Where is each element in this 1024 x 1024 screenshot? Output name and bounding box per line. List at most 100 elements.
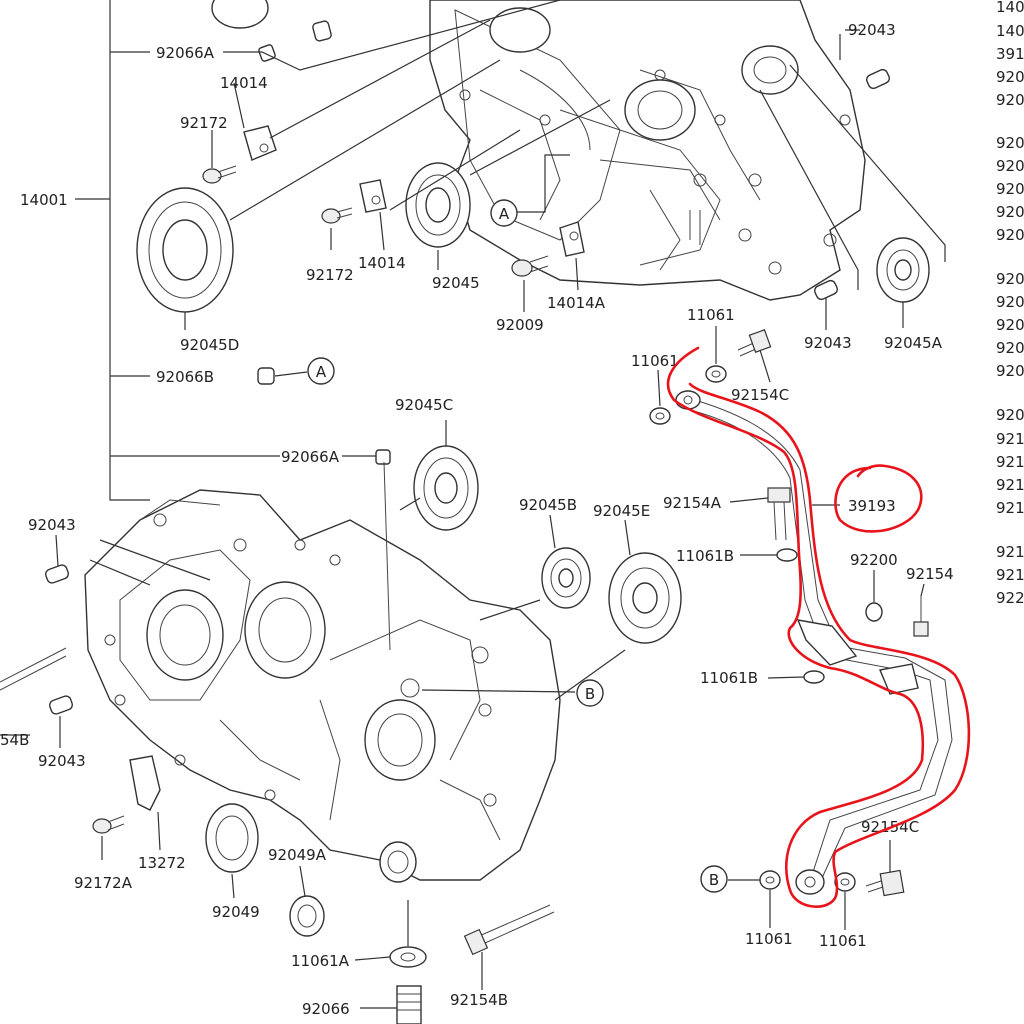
parts-list-entry: 921	[996, 430, 1024, 448]
label-92066B: 92066B	[156, 368, 214, 386]
red-circle-around-39193	[834, 464, 923, 533]
label-92154: 92154	[906, 565, 954, 583]
oil-seal-92049A	[289, 895, 325, 937]
parts-list-entry: 921	[996, 499, 1024, 517]
ref-circle-A-1: A	[490, 199, 518, 227]
screw-92172-a	[202, 165, 237, 184]
label-92045E: 92045E	[593, 502, 650, 520]
label-11061-b2: 11061	[819, 932, 867, 950]
label-92043-tr: 92043	[848, 21, 896, 39]
parts-list-entry: 920	[996, 406, 1024, 424]
label-14014-a: 14014	[220, 74, 268, 92]
label-92045B: 92045B	[519, 496, 577, 514]
label-11061B-b: 11061B	[700, 669, 758, 687]
bolt-92154B	[463, 904, 555, 956]
screw-92172-b	[321, 207, 353, 224]
dowel-92066B	[257, 367, 275, 385]
dowel-pin-top	[312, 20, 332, 42]
vertical-guide-92066A	[383, 461, 391, 651]
washer-11061A	[389, 946, 427, 968]
bearing-92045D	[136, 187, 234, 313]
oil-pipe-39193	[675, 390, 953, 895]
label-92154C-top: 92154C	[731, 386, 789, 404]
dowel-92043-l	[44, 564, 70, 584]
plate-14014-a	[243, 125, 277, 161]
parts-list-entry: 920	[996, 339, 1024, 357]
washer-11061-b2	[834, 872, 856, 892]
label-11061A: 11061A	[291, 952, 350, 970]
bearing-92045	[405, 162, 471, 248]
label-14014-b: 14014	[358, 254, 406, 272]
parts-list-entry: 140	[996, 22, 1024, 40]
screw-92009	[511, 255, 549, 277]
washer-11061-b1	[759, 870, 781, 890]
label-92009: 92009	[496, 316, 544, 334]
label-92049A: 92049A	[268, 846, 327, 864]
bolt-92154C-bottom	[865, 869, 905, 897]
label-92172-a: 92172	[180, 114, 228, 132]
label-54B: 54B	[0, 731, 29, 749]
parts-list-entry: 920	[996, 157, 1024, 175]
label-92045: 92045	[432, 274, 480, 292]
bearing-92045C	[413, 445, 479, 531]
bolt-92154	[913, 596, 929, 637]
svg-text:B: B	[709, 871, 719, 889]
label-14001: 14001	[20, 191, 68, 209]
parts-list-entry: 922	[996, 589, 1024, 607]
bearing-top-left	[211, 0, 269, 29]
label-92172A: 92172A	[74, 874, 133, 892]
label-92172-b: 92172	[306, 266, 354, 284]
bracket-13272	[129, 755, 161, 811]
bearing-92045E	[608, 552, 682, 644]
label-11061-b1: 11061	[745, 930, 793, 948]
label-13272: 13272	[138, 854, 186, 872]
washer-92200	[865, 602, 883, 622]
parts-list-entry: 920	[996, 362, 1024, 380]
upper-crankcase	[429, 0, 866, 301]
lower-crankcase	[84, 489, 561, 883]
washer-11061B-b	[803, 670, 825, 684]
plate-14014A	[559, 221, 585, 257]
screw-92172A	[92, 815, 125, 834]
label-92043-l: 92043	[28, 516, 76, 534]
label-92066: 92066	[302, 1000, 350, 1018]
bolt-92154C-top	[737, 329, 772, 357]
label-92200: 92200	[850, 551, 898, 569]
label-92066A-top: 92066A	[156, 44, 215, 62]
parts-list-entry: 920	[996, 180, 1024, 198]
svg-text:B: B	[585, 685, 595, 703]
drain-plug-92066	[396, 985, 422, 1024]
oil-seal-92049	[205, 803, 259, 873]
washer-11061B-a	[776, 548, 798, 562]
label-92043-l2: 92043	[38, 752, 86, 770]
ref-circle-B-2: B	[700, 865, 728, 893]
dowel-92066A-mid	[375, 449, 391, 465]
svg-text:A: A	[499, 205, 510, 223]
red-outline-around-oil-pipe	[666, 346, 971, 908]
stud-bolt-left	[0, 647, 67, 691]
label-92066A-mid: 92066A	[281, 448, 340, 466]
parts-list-entry: 920	[996, 270, 1024, 288]
parts-list-entry: 920	[996, 134, 1024, 152]
parts-list-entry: 140	[996, 0, 1024, 16]
dowel-pin-92066A-top	[258, 44, 276, 62]
parts-list-entry: 920	[996, 203, 1024, 221]
parts-list-entry: 920	[996, 91, 1024, 109]
plate-14014-b	[359, 179, 387, 213]
label-92045D: 92045D	[180, 336, 239, 354]
parts-list-entry: 920	[996, 68, 1024, 86]
label-92043-r2: 92043	[804, 334, 852, 352]
leader-lines	[0, 0, 946, 1009]
label-92045A: 92045A	[884, 334, 943, 352]
label-11061-t1: 11061	[687, 306, 735, 324]
svg-text:A: A	[316, 363, 327, 381]
label-92049: 92049	[212, 903, 260, 921]
dowel-92043-tr	[866, 68, 890, 90]
bearing-92045B	[541, 547, 591, 609]
label-11061B-a: 11061B	[676, 547, 734, 565]
label-39193: 39193	[848, 497, 896, 515]
parts-list-column-clipped: 1401403919209209209209209209209209209209…	[996, 0, 1024, 607]
ref-circle-B-1: B	[576, 679, 604, 707]
label-14014A: 14014A	[547, 294, 606, 312]
